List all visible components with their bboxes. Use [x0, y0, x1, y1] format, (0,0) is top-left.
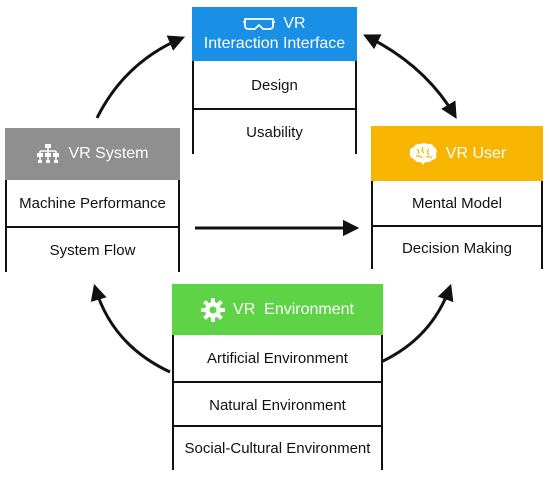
interface-item-usability: Usability: [194, 108, 355, 154]
arrow-interface-user: [363, 34, 457, 119]
gear-icon: [201, 297, 226, 322]
user-box: VR User Mental Model Decision Making: [371, 126, 543, 269]
environment-box: VR Environment Artificial Environment Na…: [172, 284, 383, 470]
environment-item-artificial: Artificial Environment: [174, 335, 381, 381]
user-header: VR User: [371, 126, 543, 181]
arrow-environment-to-system: [90, 283, 171, 374]
arrow-system-to-interface: [95, 35, 186, 119]
hierarchy-icon: [36, 144, 60, 164]
brain-icon: [408, 142, 438, 165]
user-item-decision-making: Decision Making: [373, 225, 541, 269]
environment-item-social-cultural: Social-Cultural Environment: [174, 425, 381, 470]
environment-title: VR Environment: [233, 300, 354, 318]
system-header: VR System: [5, 128, 180, 180]
user-title: VR User: [445, 144, 507, 162]
interface-title-line1: VR: [283, 15, 306, 32]
user-item-mental-model: Mental Model: [373, 181, 541, 225]
system-box: VR System Machine Performance System Flo…: [5, 128, 180, 272]
interface-header: VR Interaction Interface: [192, 7, 357, 61]
interface-box: VR Interaction Interface Design Usabilit…: [192, 7, 357, 154]
environment-header: VR Environment: [172, 284, 383, 335]
interface-title-line2: Interaction Interface: [203, 35, 346, 52]
system-title: VR System: [68, 145, 149, 162]
system-item-machine-performance: Machine Performance: [7, 180, 178, 226]
system-item-system-flow: System Flow: [7, 226, 178, 272]
arrow-environment-to-user: [380, 283, 454, 364]
environment-item-natural: Natural Environment: [174, 381, 381, 427]
interface-item-design: Design: [194, 63, 355, 108]
vr-goggles-icon: [243, 17, 276, 31]
